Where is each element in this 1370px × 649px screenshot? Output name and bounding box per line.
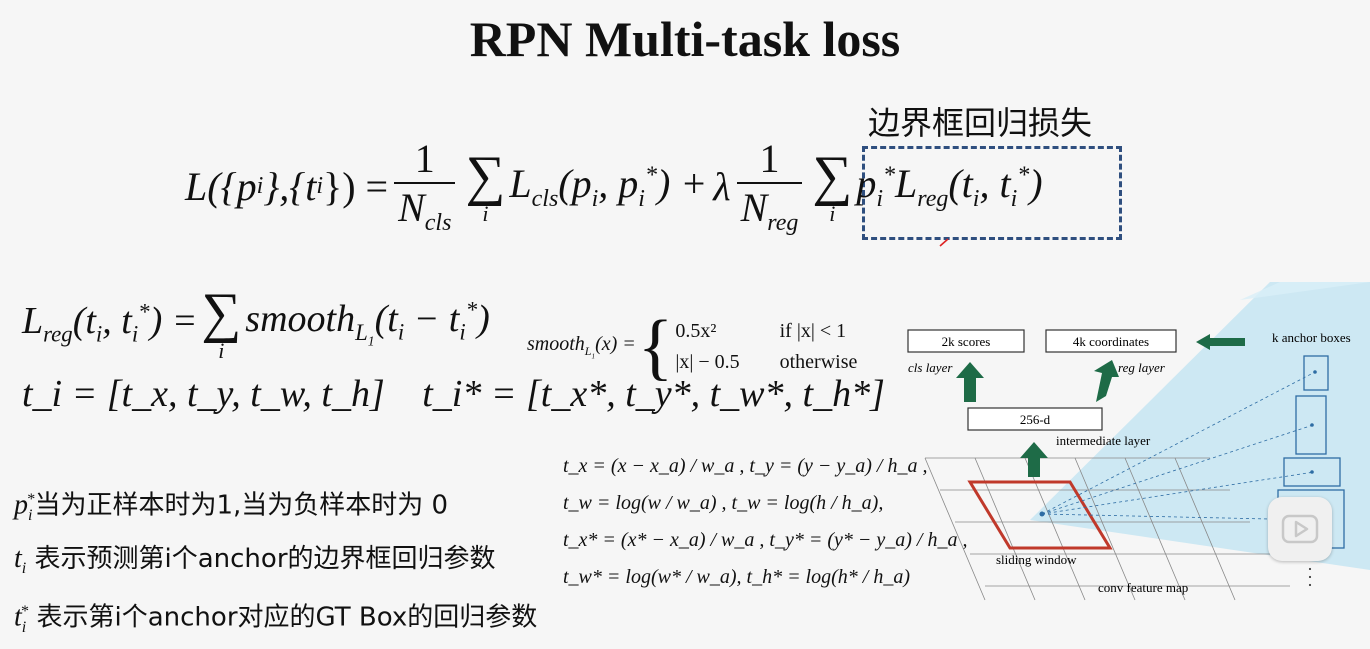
param-eq-1: t_x = (x − x_a) / w_a , t_y = (y − y_a) … [563,455,928,477]
n-symbol: N [398,185,425,230]
fraction-one: 1 [414,136,435,181]
pen-mark-icon [939,238,949,247]
play-icon [1281,514,1319,544]
notes-list: pi*当为正样本时为1,当为负样本时为 0 ti 表示预测第i个anchor的边… [14,478,537,649]
sliding-window-box [967,480,1113,550]
t-def: t_i = [t_x, t_y, t_w, t_h] [22,373,385,415]
sum-symbol: ∑i [465,145,506,226]
smooth-l1-definition: smoothL1(x) = { 0.5x² if |x| < 1 |x| − 0… [527,306,858,388]
coords-box [1045,329,1177,353]
scores-box [907,329,1025,353]
case1-cond: if |x| < 1 [779,320,847,342]
sliding-window-label: sliding window [996,552,1077,567]
anchor-label: k anchor boxes [1272,330,1351,345]
loss-lhs: L({p [185,163,257,209]
conv-map-label: conv feature map [1098,580,1188,595]
scores-label: 2k scores [942,334,991,349]
tstar-def: t_i* = [t_x*, t_y*, t_w*, t_h*] [422,373,885,415]
reg-layer-label: reg layer [1118,360,1166,375]
intermediate-label: intermediate layer [1056,433,1151,448]
note-2: ti 表示预测第i个anchor的边界框回归参数 [14,542,496,578]
box-label: 边界框回归损失 [868,104,1093,142]
case2-cond: otherwise [779,351,858,373]
cls-layer-label: cls layer [908,360,953,375]
case2-expr: |x| − 0.5 [675,351,740,373]
lcls-symbol: L [509,160,532,206]
param-eq-2: t_w = log(w / w_a) , t_w = log(h / h_a), [563,492,884,514]
reg-fraction: 1 Nreg [736,135,803,237]
note-1: pi*当为正样本时为1,当为负样本时为 0 [14,489,449,524]
t-definitions: t_i = [t_x, t_y, t_w, t_h] t_i* = [t_x*,… [22,372,885,416]
smooth-word: smooth [245,297,356,340]
anchor-lines [1041,371,1316,521]
256d-label: 256-d [1020,412,1051,427]
feature-grid [924,457,1290,601]
lreg-equation: Lreg(ti, ti*) = ∑i smoothL1(ti − ti*) [22,282,490,363]
loss-mid: },{t [263,163,317,209]
loss-equals: }) = [323,163,389,209]
note-3: ti* 表示第i个anchor对应的GT Box的回归参数 [14,601,538,636]
cls-subscript: cls [424,210,452,236]
reg-subscript: reg [767,210,799,236]
256d-box [967,407,1103,431]
more-options-icon[interactable]: ··· [1307,559,1313,595]
coords-label: 4k coordinates [1073,334,1149,349]
slide-title: RPN Multi-task loss [469,11,901,67]
dashed-highlight-box [862,146,1122,240]
param-eq-4: t_w* = log(w* / w_a), t_h* = log(h* / h_… [563,566,910,588]
cls-fraction: 1 Ncls [394,135,456,237]
case1-expr: 0.5x² [675,320,717,342]
play-button[interactable] [1268,497,1332,561]
green-arrows [956,334,1245,477]
lambda-symbol: λ [713,163,731,209]
param-eq-3: t_x* = (x* − x_a) / w_a , t_y* = (y* − y… [563,529,968,551]
parameter-equations: t_x = (x − x_a) / w_a , t_y = (y − y_a) … [563,448,967,596]
